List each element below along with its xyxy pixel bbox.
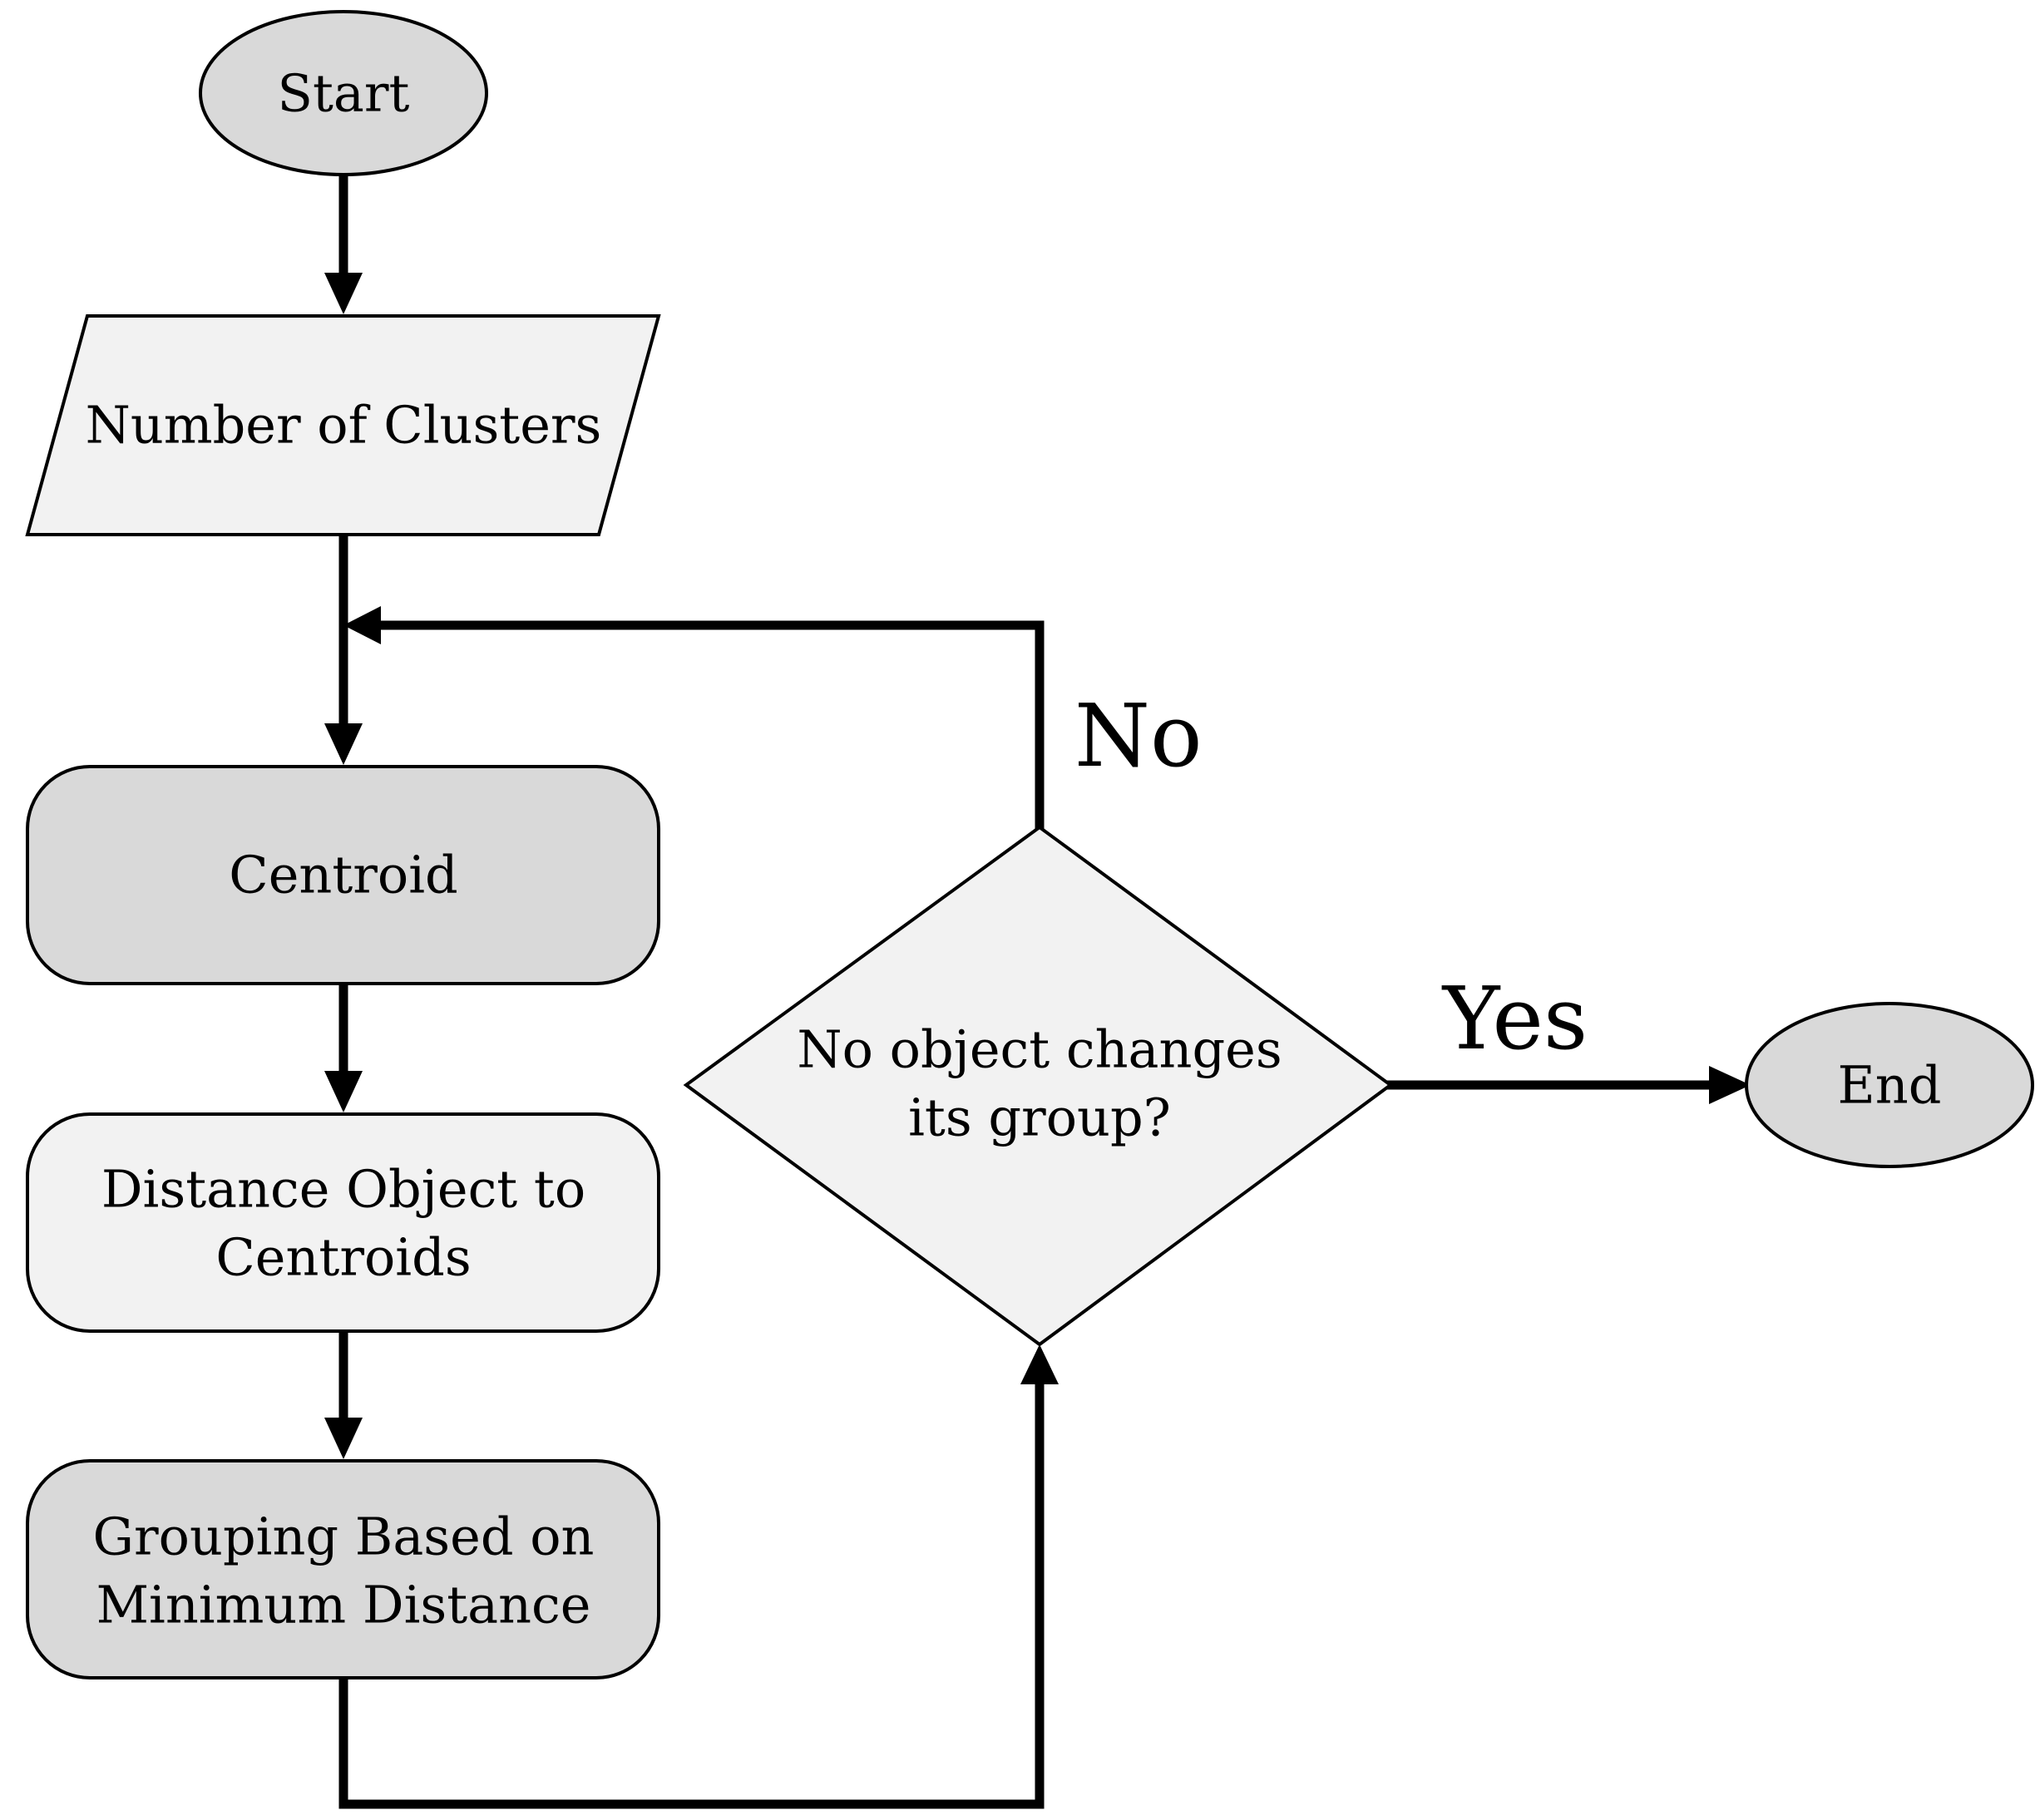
arrowhead-input: [324, 273, 363, 314]
input-label: Number of Clusters: [86, 395, 602, 456]
input-number-of-clusters: Number of Clusters: [25, 314, 661, 536]
end-ellipse: [1745, 1002, 2034, 1168]
decision-label-line-2: its group?: [908, 1088, 1171, 1148]
connector-decision-no-loop: [376, 620, 1045, 832]
centroid-box: [26, 765, 660, 985]
input-parallelogram: [25, 314, 661, 536]
arrowhead-end: [1709, 1066, 1751, 1104]
grouping-box: [26, 1459, 660, 1679]
branch-label-no: No: [1074, 685, 1203, 787]
start-ellipse: [199, 10, 488, 176]
process-distance: Distance Object to Centroids: [26, 1112, 660, 1333]
distance-label-line-2: Centroids: [215, 1227, 471, 1288]
arrowhead-decision: [1020, 1344, 1059, 1384]
decision-label-line-1: No object changes: [797, 1019, 1282, 1080]
arrowhead-centroid: [324, 723, 363, 765]
arrowhead-loop-back: [343, 606, 381, 644]
connectors: [324, 170, 1751, 1809]
arrowhead-grouping: [324, 1418, 363, 1459]
distance-box: [26, 1112, 660, 1333]
end-terminator: End: [1745, 1002, 2034, 1168]
start-terminator: Start: [199, 10, 488, 176]
decision-convergence: No object changes its group?: [683, 825, 1394, 1347]
centroid-label: Centroid: [229, 845, 457, 905]
decision-diamond: [683, 825, 1394, 1347]
connector-grouping-to-decision: [338, 1379, 1045, 1809]
arrowhead-distance: [324, 1071, 363, 1112]
distance-label-line-1: Distance Object to: [101, 1159, 585, 1220]
grouping-label-line-2: Minimum Distance: [96, 1575, 591, 1635]
process-grouping: Grouping Based on Minimum Distance: [26, 1459, 660, 1679]
end-label: End: [1838, 1055, 1942, 1116]
start-label: Start: [278, 63, 410, 124]
grouping-label-line-1: Grouping Based on: [93, 1507, 595, 1567]
process-centroid: Centroid: [26, 765, 660, 985]
branch-label-yes: Yes: [1441, 968, 1588, 1069]
